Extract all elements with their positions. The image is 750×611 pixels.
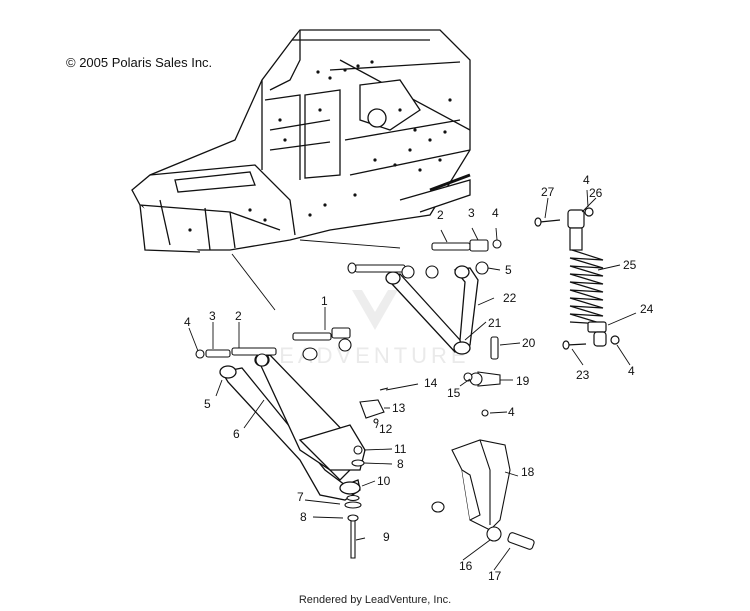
washer [351,459,365,467]
callout-leaders [188,189,637,571]
sleeve [205,349,231,358]
bushing [338,338,352,352]
callout-13: 13 [392,401,406,415]
bushing [255,353,269,367]
upper-a-arm [385,265,479,355]
pivot-pin [231,347,277,356]
sleeve [331,327,351,339]
bushing [475,261,489,275]
callout-10: 10 [377,474,391,488]
callout-19: 19 [516,374,530,388]
shock-body [569,227,583,251]
nut [195,349,205,359]
nut [610,335,620,345]
screw [373,418,379,424]
nut [347,262,357,274]
watermark: LEADVENTURE [263,290,470,368]
callout-25: 25 [623,258,637,272]
shock-top-eye [567,209,585,229]
render-credit: Rendered by LeadVenture, Inc. [298,594,452,606]
callout-4: 4 [492,206,499,220]
spindle-pin [507,532,535,550]
callout-labels: 1 2 2 3 3 4 4 4 4 4 5 5 6 7 8 8 9 10 11 … [184,173,654,583]
bolt-head [347,514,359,522]
nut [584,207,594,217]
callout-23: 23 [576,368,590,382]
bolt-head [562,340,570,350]
pivot-pin [354,264,406,273]
callout-1: 1 [321,294,328,308]
shock-lower-cap [587,321,607,333]
callout-24: 24 [640,302,654,316]
pivot-pin [292,332,332,341]
sleeve [469,239,489,252]
callout-20: 20 [522,336,536,350]
copyright-notice: © 2005 Polaris Sales Inc. [66,55,213,70]
shock-absorber [534,207,620,350]
bracket [359,399,385,419]
callout-27: 27 [541,185,555,199]
callout-4: 4 [508,405,515,419]
callout-6: 6 [233,427,240,441]
callout-4: 4 [583,173,590,187]
callout-4: 4 [628,364,635,378]
frame-leaders [231,239,401,311]
callout-8: 8 [300,510,307,524]
lower-a-arm [219,353,366,501]
callout-3: 3 [468,206,475,220]
bushing [486,526,502,542]
callout-16: 16 [459,559,473,573]
bushing [401,265,415,279]
bushing [302,347,318,361]
hardware-parts [195,239,535,559]
pivot-pin [431,242,471,251]
nut [353,445,363,455]
callout-9: 9 [383,530,390,544]
spindle [451,439,511,531]
bolt [539,219,561,223]
bushing [425,265,439,279]
callout-14: 14 [424,376,438,390]
callout-17: 17 [488,569,502,583]
callout-5: 5 [505,263,512,277]
washer [344,501,362,509]
bolt-head [534,217,542,227]
retaining-ring [346,494,360,502]
callout-2: 2 [437,208,444,222]
callout-3: 3 [209,309,216,323]
bolt [566,343,587,346]
frame-rivets [188,60,452,232]
shock-spring [569,249,604,325]
bolt [350,517,356,559]
shock-bottom-eye [593,331,607,347]
callout-5: 5 [204,397,211,411]
callout-4: 4 [184,315,191,329]
callout-26: 26 [589,186,603,200]
screw [379,387,389,391]
callout-15: 15 [447,386,461,400]
nut [481,409,489,417]
callout-18: 18 [521,465,535,479]
nut [492,239,502,249]
callout-22: 22 [503,291,517,305]
nut [463,372,473,382]
chassis-frame [131,29,471,253]
watermark-text: LEADVENTURE [263,343,470,368]
callout-12: 12 [379,422,393,436]
callout-11: 11 [394,442,407,456]
callout-21: 21 [488,316,502,330]
spindle-stub [431,501,445,513]
callout-8: 8 [397,457,404,471]
pin [490,336,499,360]
callout-7: 7 [297,490,304,504]
callout-2: 2 [235,309,242,323]
